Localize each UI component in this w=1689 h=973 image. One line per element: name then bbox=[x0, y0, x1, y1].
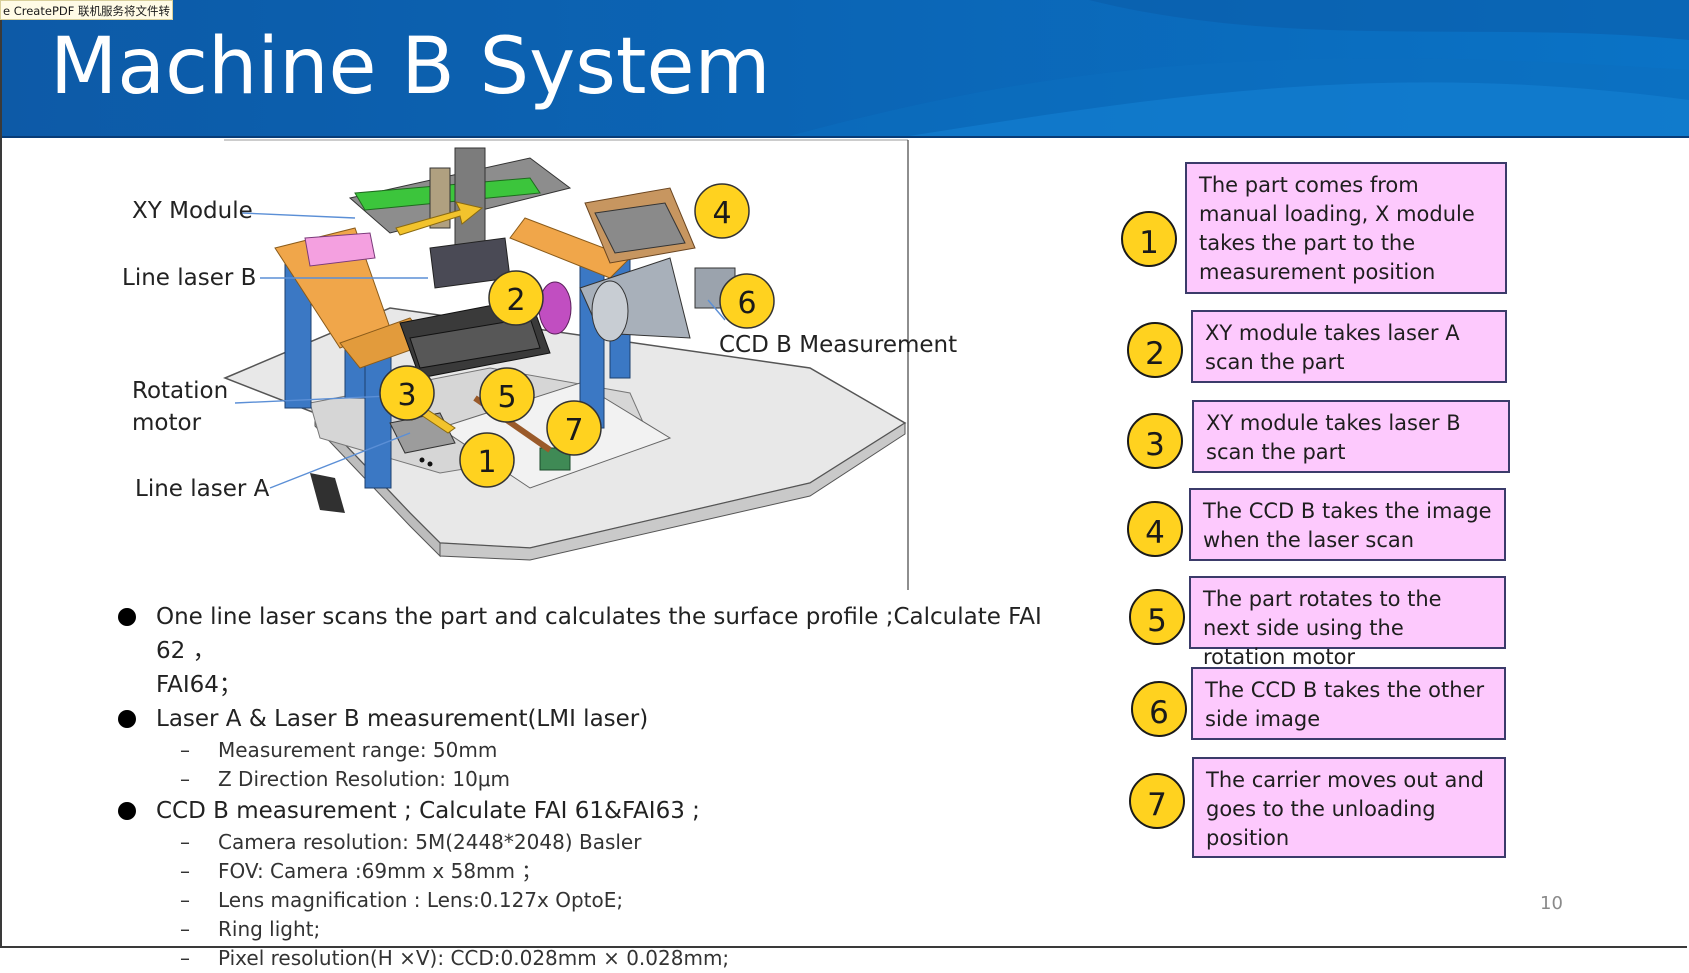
label-rotation-motor-line2: motor bbox=[132, 410, 202, 436]
bullet-text-continued: FAI64； bbox=[156, 672, 242, 698]
bullet-dot-icon bbox=[118, 608, 136, 626]
sub-bullet-text: Lens magnification : Lens:0.127x OptoE; bbox=[218, 888, 624, 912]
marker-6: 6 bbox=[719, 273, 775, 329]
marker-1: 1 bbox=[459, 432, 515, 488]
machine-illustration: 1 2 3 4 5 6 7 bbox=[223, 139, 909, 590]
step-3-marker: 3 bbox=[1127, 413, 1183, 469]
step-6-description: The CCD B takes the other side image bbox=[1191, 667, 1506, 740]
sub-bullet-camera-resolution: – Camera resolution: 5M(2448*2048) Basle… bbox=[180, 828, 1078, 857]
header-bar: Machine B System bbox=[2, 0, 1689, 138]
sub-bullet-fov: – FOV: Camera :69mm x 58mm ； bbox=[180, 857, 1078, 886]
bullet-text: Laser A & Laser B measurement(LMI laser) bbox=[156, 706, 649, 732]
watermark-label: e CreatePDF 联机服务将文件转 bbox=[0, 0, 173, 20]
bullet-dot-icon bbox=[118, 710, 136, 728]
label-rotation-motor-line1: Rotation bbox=[132, 378, 229, 404]
marker-3: 3 bbox=[379, 365, 435, 421]
label-line-laser-b: Line laser B bbox=[122, 265, 257, 291]
dash-icon: – bbox=[180, 888, 190, 912]
label-ccd-b-measurement: CCD B Measurement bbox=[719, 332, 958, 358]
dash-icon: – bbox=[180, 738, 190, 762]
sub-bullet-text: Z Direction Resolution: 10μm bbox=[218, 767, 511, 791]
marker-3-label: 3 bbox=[397, 378, 416, 413]
label-xy-module: XY Module bbox=[132, 198, 253, 224]
dash-icon: – bbox=[180, 917, 190, 941]
marker-4-label: 4 bbox=[712, 196, 731, 231]
sub-bullet-lens-magnification: – Lens magnification : Lens:0.127x OptoE… bbox=[180, 886, 1078, 915]
header-wave-decoration bbox=[789, 0, 1689, 136]
step-6-marker: 6 bbox=[1131, 681, 1187, 737]
step-4-description: The CCD B takes the image when the laser… bbox=[1189, 488, 1506, 561]
marker-7-label: 7 bbox=[564, 413, 583, 448]
sub-bullet-text: Ring light; bbox=[218, 917, 321, 941]
marker-2-label: 2 bbox=[506, 283, 525, 318]
dash-icon: – bbox=[180, 830, 190, 854]
step-4-marker: 4 bbox=[1127, 501, 1183, 557]
marker-1-label: 1 bbox=[477, 445, 496, 480]
dash-icon: – bbox=[180, 767, 190, 791]
step-3-description: XY module takes laser B scan the part bbox=[1192, 400, 1510, 473]
sub-bullet-z-resolution: – Z Direction Resolution: 10μm bbox=[180, 765, 1078, 794]
label-line-laser-a: Line laser A bbox=[135, 476, 270, 502]
sub-bullet-measurement-range: – Measurement range: 50mm bbox=[180, 736, 1078, 765]
marker-2: 2 bbox=[488, 270, 544, 326]
marker-7: 7 bbox=[546, 400, 602, 456]
marker-5-label: 5 bbox=[497, 380, 516, 415]
sub-bullet-text: Pixel resolution(H ×V): CCD:0.028mm × 0.… bbox=[218, 946, 730, 970]
bullet-item-laser-scan: One line laser scans the part and calcul… bbox=[118, 600, 1078, 702]
slide-title: Machine B System bbox=[50, 22, 771, 112]
machine-diagram: 1 2 3 4 5 6 7 XY Module Line laser B Rot… bbox=[110, 138, 970, 590]
bullet-list: One line laser scans the part and calcul… bbox=[118, 600, 1078, 973]
step-7-marker: 7 bbox=[1129, 773, 1185, 829]
page-number: 10 bbox=[1540, 893, 1563, 914]
sub-bullet-pixel-resolution: – Pixel resolution(H ×V): CCD:0.028mm × … bbox=[180, 944, 1078, 973]
sub-bullet-text: Measurement range: 50mm bbox=[218, 738, 498, 762]
step-5-marker: 5 bbox=[1129, 589, 1185, 645]
marker-5: 5 bbox=[479, 367, 535, 423]
marker-4: 4 bbox=[694, 183, 750, 239]
step-5-description: The part rotates to the next side using … bbox=[1189, 576, 1506, 669]
bullet-item-laser-measurement: Laser A & Laser B measurement(LMI laser) bbox=[118, 702, 1078, 736]
bullet-dot-icon bbox=[118, 802, 136, 820]
sub-bullet-ring-light: – Ring light; bbox=[180, 915, 1078, 944]
bullet-text: One line laser scans the part and calcul… bbox=[156, 604, 1042, 664]
marker-6-label: 6 bbox=[737, 286, 756, 321]
dash-icon: – bbox=[180, 859, 190, 883]
step-7-description: The carrier moves out and goes to the un… bbox=[1192, 757, 1506, 858]
step-1-marker: 1 bbox=[1121, 211, 1177, 267]
bullet-text: CCD B measurement ; Calculate FAI 61&FAI… bbox=[156, 798, 700, 824]
step-2-marker: 2 bbox=[1127, 322, 1183, 378]
dash-icon: – bbox=[180, 946, 190, 970]
sub-bullet-text: Camera resolution: 5M(2448*2048) Basler bbox=[218, 830, 642, 854]
sub-bullet-text: FOV: Camera :69mm x 58mm ； bbox=[218, 859, 542, 883]
slide-frame bbox=[0, 0, 1687, 948]
step-2-description: XY module takes laser A scan the part bbox=[1191, 310, 1507, 383]
step-1-description: The part comes from manual loading, X mo… bbox=[1185, 162, 1507, 294]
bullet-item-ccd-measurement: CCD B measurement ; Calculate FAI 61&FAI… bbox=[118, 794, 1078, 828]
